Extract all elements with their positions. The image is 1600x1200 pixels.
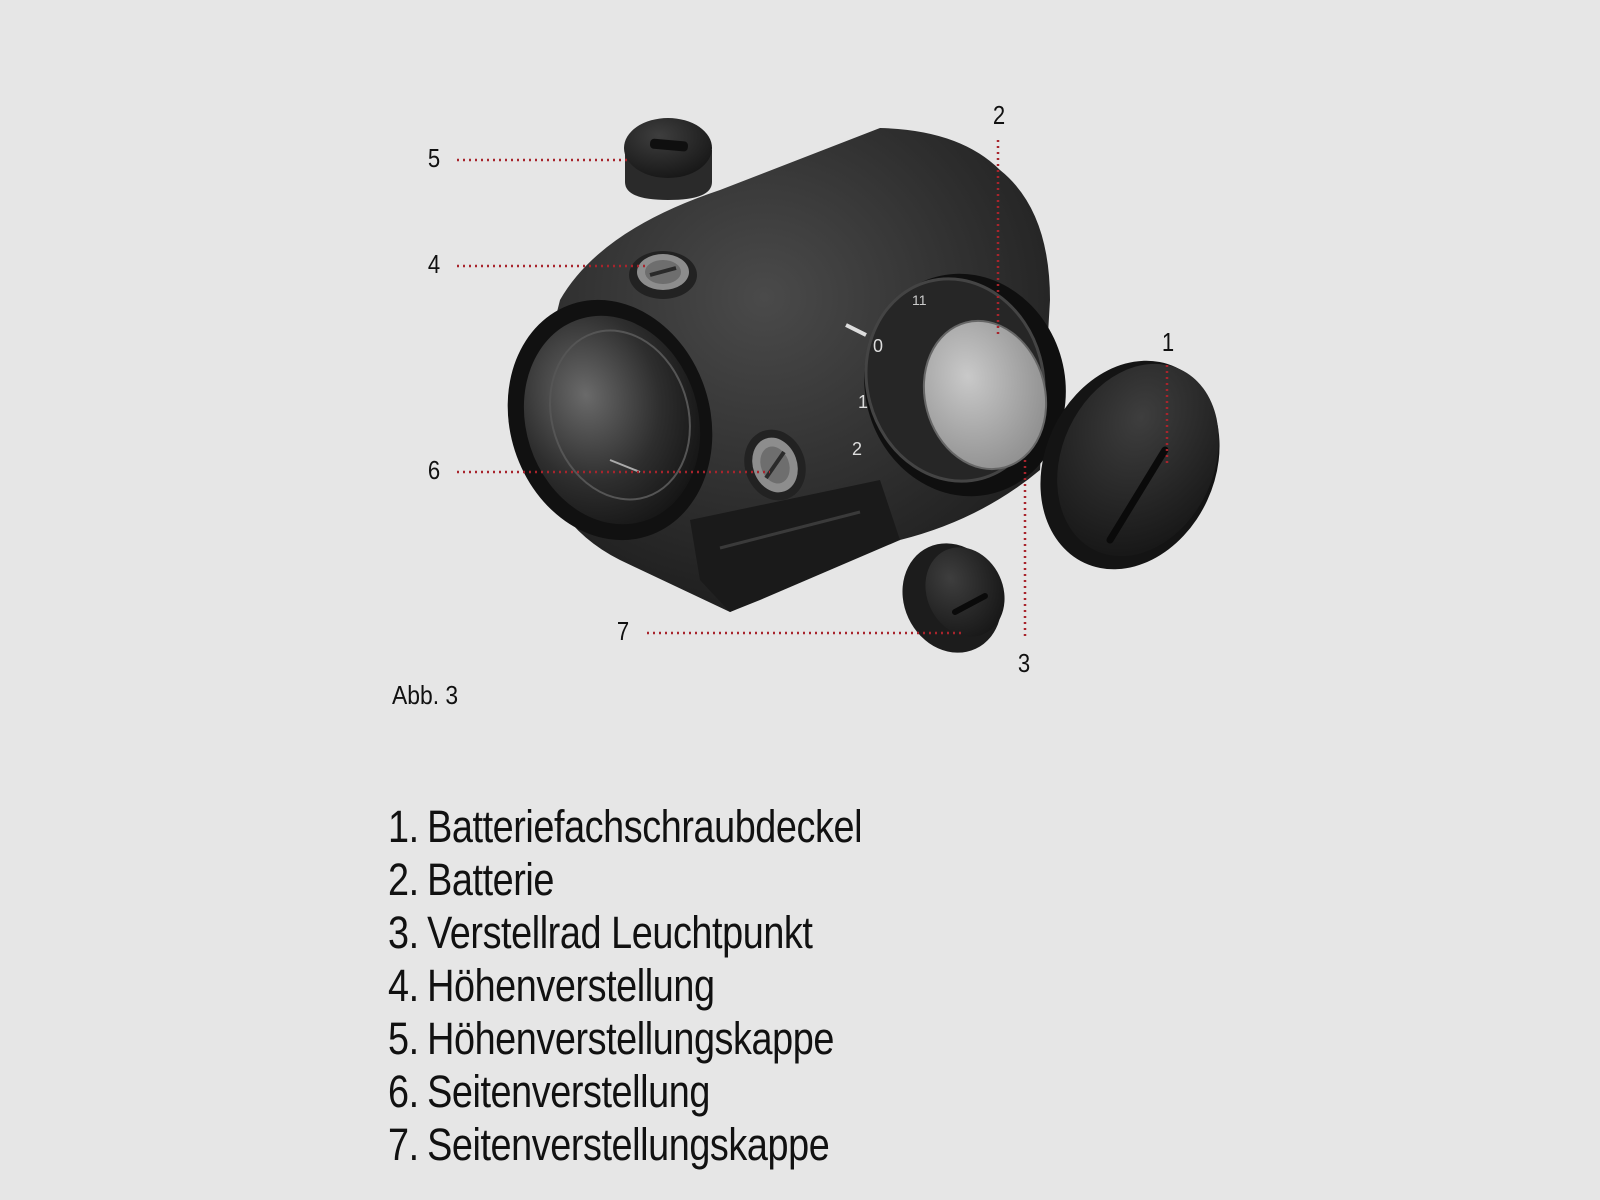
windage-turret [744,429,806,501]
legend-item: 6.Seitenverstellung [388,1065,862,1118]
legend-item-number: 1. [388,801,419,852]
figure-caption: Abb. 3 [392,680,459,710]
legend-item-number: 7. [388,1119,419,1170]
legend-item-number: 6. [388,1066,419,1117]
objective-lens [507,299,713,541]
callout-number-5: 5 [427,143,441,173]
legend-item-label: Seitenverstellungskappe [427,1119,830,1170]
legend-item-number: 2. [388,854,419,905]
legend-item-number: 3. [388,907,419,958]
legend-item-label: Höhenverstellungskappe [427,1013,834,1064]
svg-text:0: 0 [873,336,883,356]
parts-legend: 1.Batteriefachschraubdeckel 2.Batterie 3… [388,800,952,1171]
windage-cap [902,543,1005,653]
svg-text:11: 11 [912,292,927,308]
legend-item-label: Seitenverstellung [427,1066,710,1117]
legend-item: 5.Höhenverstellungskappe [388,1012,862,1065]
callout-number-7: 7 [616,616,630,646]
legend-item-label: Verstellrad Leuchtpunkt [427,907,813,958]
callout-number-1: 1 [1161,327,1175,357]
elevation-turret [629,251,697,299]
svg-text:2: 2 [852,439,862,459]
legend-item: 4.Höhenverstellung [388,959,862,1012]
legend-item: 2.Batterie [388,853,862,906]
leader-lines [457,140,1169,640]
callout-number-6: 6 [427,455,441,485]
legend-item-label: Batteriefachschraubdeckel [427,801,863,852]
legend-item-label: Batterie [427,854,555,905]
elevation-cap [624,118,712,200]
red-dot-sight-illustration: 0 1 2 11 [457,118,1220,653]
callout-number-2: 2 [992,100,1006,130]
battery [922,319,1048,471]
legend-item: 7.Seitenverstellungskappe [388,1118,862,1171]
legend-item-number: 5. [388,1013,419,1064]
legend-item-number: 4. [388,960,419,1011]
exploded-view-figure: 0 1 2 11 [392,100,1220,710]
legend-item: 3.Verstellrad Leuchtpunkt [388,906,862,959]
legend-item: 1.Batteriefachschraubdeckel [388,800,862,853]
svg-text:1: 1 [858,392,868,412]
legend-item-label: Höhenverstellung [427,960,715,1011]
battery-cover [1040,360,1220,570]
callout-number-3: 3 [1017,648,1031,678]
callout-number-4: 4 [427,249,441,279]
